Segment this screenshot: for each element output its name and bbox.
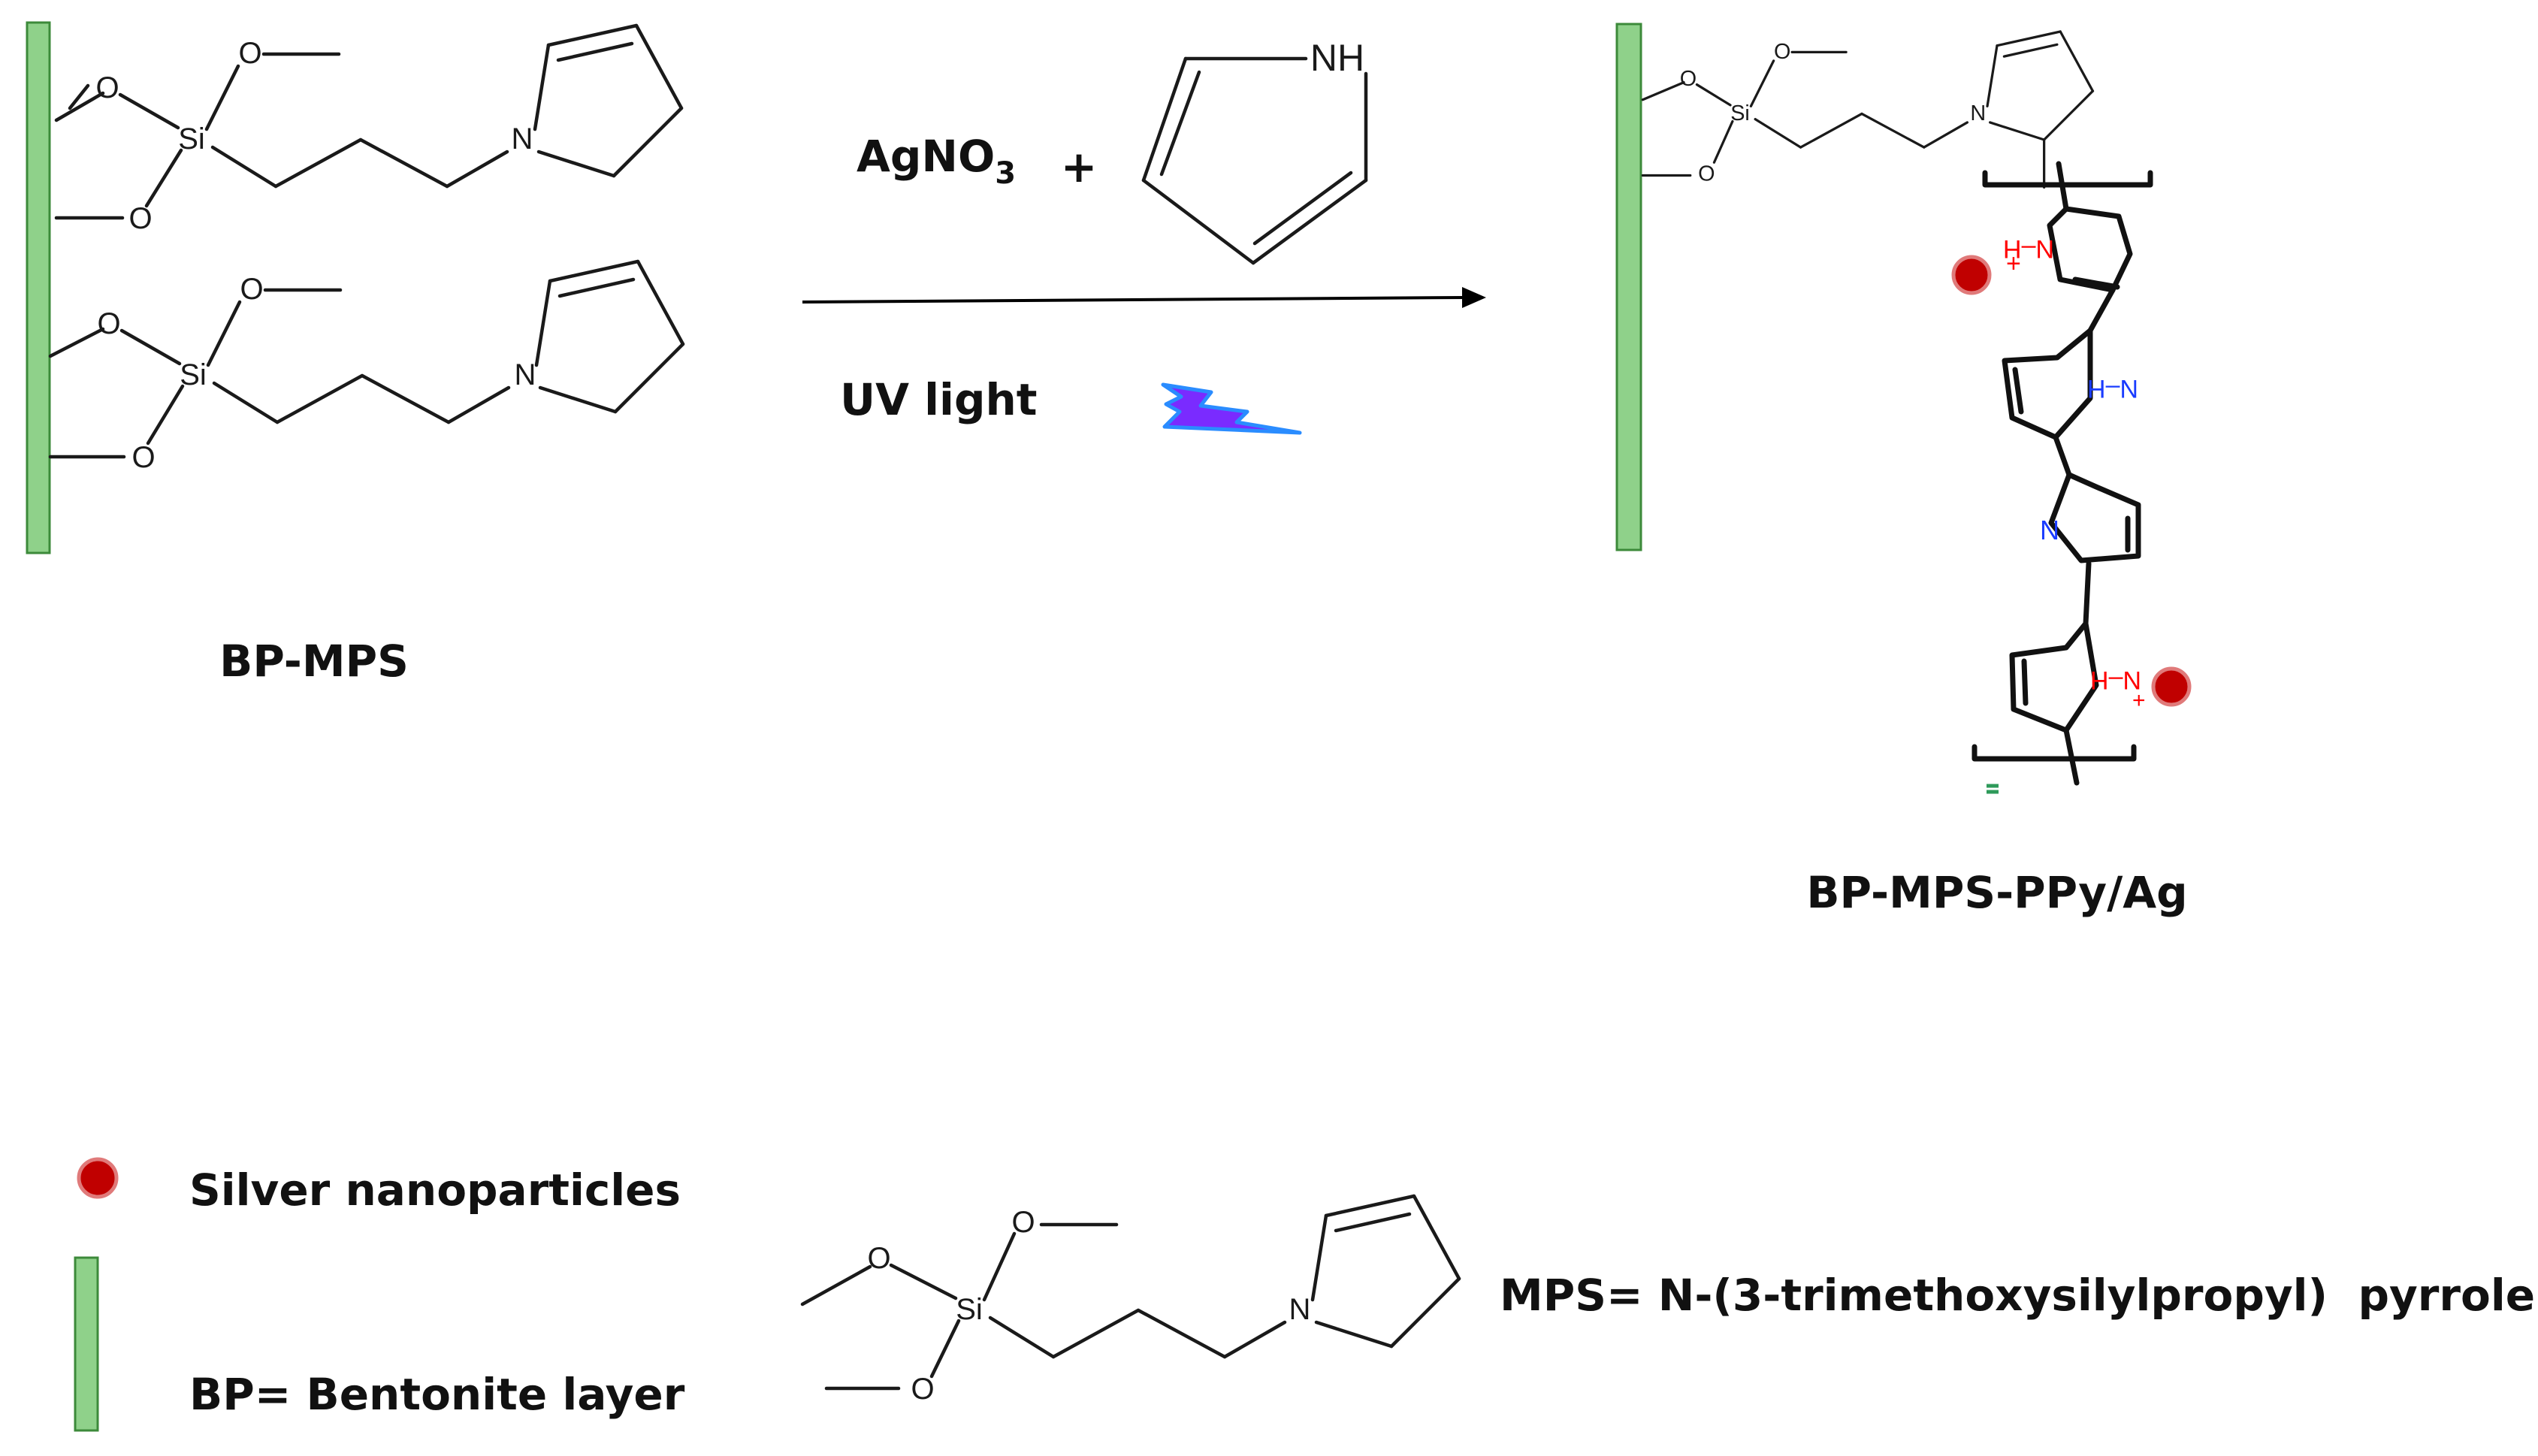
silver-nanoparticle-icon bbox=[77, 1157, 119, 1199]
si-atom: Si bbox=[180, 358, 207, 391]
bentonite-layer-product bbox=[1615, 23, 1642, 551]
nh-red-atom: N–H bbox=[2003, 234, 2054, 263]
o-atom: O bbox=[1698, 162, 1715, 186]
o-atom: O bbox=[867, 1242, 890, 1275]
si-atom: Si bbox=[956, 1293, 983, 1326]
o-atom: O bbox=[97, 307, 120, 340]
reaction-conditions: AgNO3 + NH UV light bbox=[802, 37, 1486, 435]
nh-atom: NH bbox=[1310, 37, 1364, 79]
n-atom: N bbox=[512, 122, 533, 156]
o-atom: O bbox=[911, 1373, 934, 1406]
product-label: BP-MPS-PPy/Ag bbox=[1806, 867, 2187, 918]
o-atom: O bbox=[240, 273, 263, 306]
mps-unit-product: Si O O O N bbox=[1641, 30, 2095, 189]
reactant-label: BP-MPS bbox=[219, 636, 409, 687]
nh-red-atom: N–H bbox=[2090, 666, 2141, 694]
n-atom: N bbox=[1970, 101, 1986, 125]
product-structure: Si O O O N bbox=[1615, 23, 2192, 918]
nh-blue-atom: N–H bbox=[2087, 374, 2138, 403]
o-atom: O bbox=[1680, 67, 1697, 91]
polypyrrole-chain: N–H + N–H N N–H + bbox=[1971, 161, 2153, 794]
si-atom: Si bbox=[1730, 101, 1750, 125]
arrow-head bbox=[1462, 287, 1486, 308]
bentonite-layer-legend bbox=[74, 1256, 99, 1432]
n-blue-atom: N bbox=[2040, 515, 2059, 545]
reaction-arrow bbox=[802, 296, 1466, 304]
mps-unit-legend: Si O O O N bbox=[800, 1194, 1461, 1406]
o-atom: O bbox=[1774, 40, 1790, 64]
plus-sign: + bbox=[1061, 141, 1098, 192]
o-atom: O bbox=[238, 37, 261, 70]
pyrrole-monomer: NH bbox=[1141, 37, 1368, 265]
n-atom: N bbox=[515, 358, 536, 391]
reactant-structure: Si O O O N Si O O O bbox=[26, 21, 685, 687]
silver-nitrate-label: AgNO3 bbox=[857, 131, 1016, 191]
legend: Silver nanoparticles BP= Bentonite layer… bbox=[74, 1157, 2535, 1432]
uv-light-label: UV light bbox=[840, 374, 1037, 425]
bentonite-layer-reactant bbox=[26, 21, 51, 554]
legend-silver-label: Silver nanoparticles bbox=[189, 1164, 681, 1216]
mps-unit-lower: Si O O O N bbox=[48, 259, 685, 474]
legend-mps-label: MPS= N-(3-trimethoxysilylpropyl) pyrrole bbox=[1500, 1270, 2535, 1321]
mps-unit-upper: Si O O O N bbox=[54, 23, 684, 235]
silver-nanoparticle-icon bbox=[2151, 666, 2192, 707]
n-plus-charge: + bbox=[2006, 249, 2021, 278]
o-atom: O bbox=[131, 441, 155, 474]
legend-bp-label: BP= Bentonite layer bbox=[189, 1369, 685, 1420]
n-plus-charge: + bbox=[2132, 688, 2146, 713]
n-atom: N bbox=[1289, 1293, 1311, 1326]
o-atom: O bbox=[128, 202, 152, 235]
silver-nanoparticle-icon bbox=[1951, 255, 1992, 295]
lightning-bolt-icon bbox=[1161, 382, 1302, 435]
o-atom: O bbox=[1011, 1206, 1035, 1239]
o-atom: O bbox=[95, 71, 119, 104]
si-atom: Si bbox=[178, 122, 205, 156]
